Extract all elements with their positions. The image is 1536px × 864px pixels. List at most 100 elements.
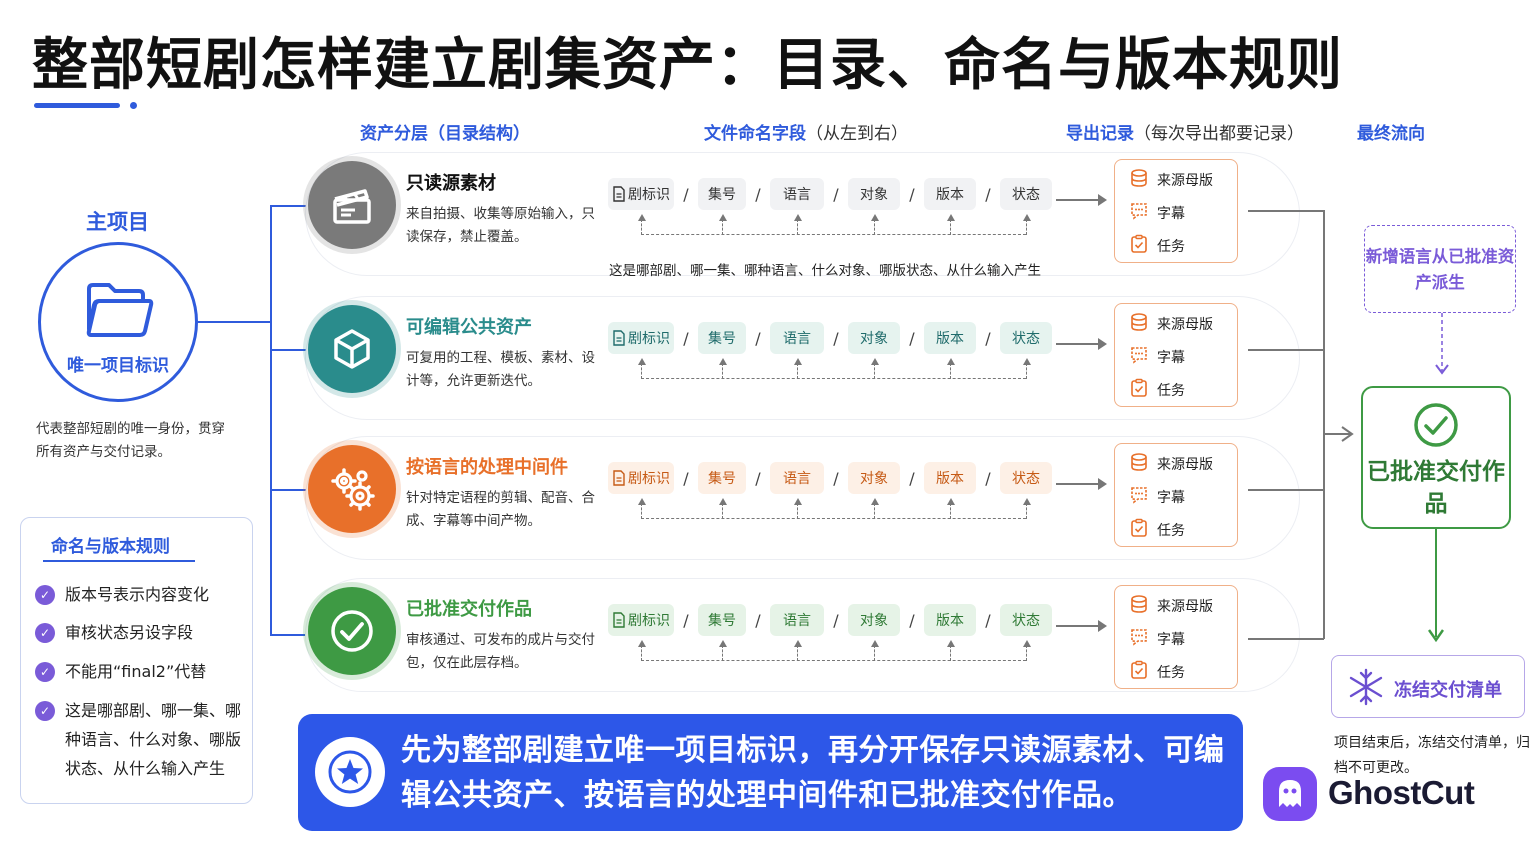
export-record-item: 字幕 (1129, 627, 1185, 651)
export-record-item: 任务 (1129, 518, 1185, 542)
export-connector-trunk (1323, 210, 1325, 639)
export-connector-3 (1248, 489, 1324, 491)
rule-item: ✓这是哪部剧、哪一集、哪种语言、什么对象、哪版状态、从什么输入产生 (35, 696, 250, 783)
naming-field: 状态 (1000, 178, 1052, 210)
export-record-box: 来源母版字幕任务 (1114, 585, 1238, 689)
arrow-down-icon (1428, 629, 1444, 642)
main-project-desc: 代表整部短剧的唯一身份，贯穿所有资产与交付记录。 (36, 421, 225, 460)
field-separator: / (909, 328, 915, 348)
naming-field: 状态 (1000, 322, 1052, 354)
arrow-right-icon (1098, 478, 1107, 490)
field-tick (874, 645, 875, 661)
row-desc: 针对特定语程的剪辑、配音、合成、字幕等中间产物。 (406, 490, 595, 529)
naming-field: 版本 (924, 604, 976, 636)
arrow-up-icon (870, 214, 879, 221)
export-record-item: 来源母版 (1129, 594, 1213, 618)
field-tick (722, 503, 723, 519)
task-icon (1129, 378, 1149, 402)
field-separator: / (755, 184, 761, 204)
export-column-header: 导出记录（每次导出都要记录） (1066, 124, 1304, 144)
naming-field: 集号 (698, 604, 746, 636)
field-tick (874, 363, 875, 379)
field-separator: / (909, 184, 915, 204)
database-icon (1129, 168, 1149, 192)
export-connector-out (1323, 433, 1351, 435)
check-circle-icon (1414, 403, 1458, 447)
new-language-note: 新增语言从已批准资产派生 (1364, 225, 1516, 313)
rules-title-underline (43, 560, 195, 562)
database-icon (1129, 312, 1149, 336)
field-separator: / (683, 328, 689, 348)
field-separator: / (833, 610, 839, 630)
main-project-circle: 唯一项目标识 (38, 242, 198, 402)
arrow-up-icon (946, 358, 955, 365)
field-separator: / (833, 328, 839, 348)
arrow-up-icon (718, 214, 727, 221)
export-connector-2 (1248, 349, 1324, 351)
arrow-right-icon (1098, 194, 1107, 206)
folder-icon (86, 283, 154, 337)
export-arrow-line (1056, 625, 1104, 627)
final-column-header: 最终流向 (1357, 124, 1425, 144)
subtitle-icon (1129, 345, 1149, 369)
field-tick (722, 363, 723, 379)
field-tick (797, 645, 798, 661)
field-separator: / (755, 610, 761, 630)
summary-banner: 先为整部剧建立唯一项目标识，再分开保存只读源素材、可编辑公共资产、按语言的处理中… (298, 714, 1243, 831)
snowflake-icon (1349, 668, 1383, 706)
task-icon (1129, 660, 1149, 684)
arrow-up-icon (1022, 640, 1031, 647)
field-separator: / (909, 610, 915, 630)
naming-field: 语言 (770, 178, 824, 210)
export-connector-1 (1248, 210, 1324, 212)
field-tick (1026, 219, 1027, 235)
check-circle-icon (308, 587, 396, 675)
naming-field: 剧标识 (608, 322, 674, 354)
export-record-box: 来源母版字幕任务 (1114, 159, 1238, 263)
dashed-arrow-down-icon (1435, 313, 1449, 375)
arrow-right-icon (1098, 338, 1107, 350)
naming-field: 版本 (924, 462, 976, 494)
field-tick (950, 645, 951, 661)
field-tick (797, 363, 798, 379)
arrow-up-icon (793, 358, 802, 365)
naming-field: 剧标识 (608, 604, 674, 636)
check-icon: ✓ (35, 623, 55, 643)
field-tick (874, 219, 875, 235)
naming-field: 集号 (698, 178, 746, 210)
field-separator: / (985, 468, 991, 488)
rule-item: ✓不能用“final2”代替 (35, 657, 250, 686)
export-record-item: 字幕 (1129, 485, 1185, 509)
naming-field: 版本 (924, 178, 976, 210)
arrow-up-icon (718, 498, 727, 505)
export-record-item: 任务 (1129, 378, 1185, 402)
field-tick (641, 645, 642, 661)
naming-field: 语言 (770, 604, 824, 636)
field-separator: / (833, 468, 839, 488)
field-separator: / (683, 610, 689, 630)
field-tick (1026, 503, 1027, 519)
arrow-up-icon (718, 640, 727, 647)
naming-field: 语言 (770, 322, 824, 354)
check-icon: ✓ (35, 662, 55, 682)
row-desc: 可复用的工程、模板、素材、设计等，允许更新迭代。 (406, 350, 595, 389)
arrow-up-icon (870, 498, 879, 505)
field-separator: / (683, 184, 689, 204)
row-title: 只读源素材 (406, 173, 496, 194)
field-tick (641, 363, 642, 379)
naming-field: 集号 (698, 462, 746, 494)
export-record-item: 任务 (1129, 660, 1185, 684)
database-icon (1129, 594, 1149, 618)
field-separator: / (985, 184, 991, 204)
arrow-right-icon (1098, 620, 1107, 632)
title-dot (130, 102, 137, 109)
field-tick (797, 219, 798, 235)
field-bracket (641, 221, 1026, 235)
connector-main (198, 321, 270, 323)
document-icon (613, 612, 625, 628)
naming-fields: 剧标识/集号/语言/对象/版本/状态 (608, 322, 1052, 354)
field-tick (641, 503, 642, 519)
arrow-up-icon (637, 358, 646, 365)
arrow-up-icon (1022, 498, 1031, 505)
row-desc: 审核通过、可发布的成片与交付包，仅在此层存档。 (406, 632, 595, 671)
